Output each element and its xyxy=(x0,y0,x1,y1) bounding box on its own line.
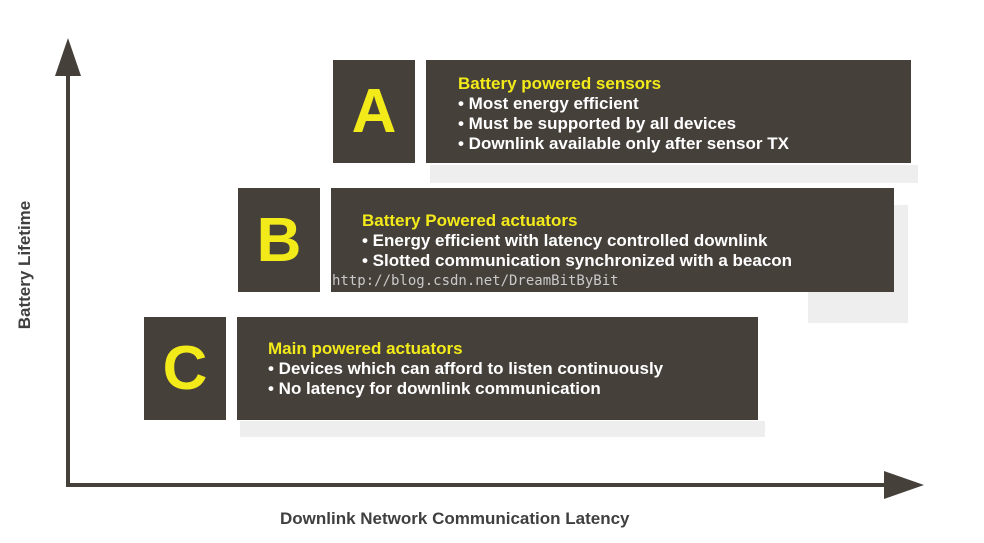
tier-a-bullet: • Downlink available only after sensor T… xyxy=(458,134,789,153)
tier-c-shadow xyxy=(240,421,765,437)
tier-a-letter: A xyxy=(351,77,397,146)
tier-b-bullet: • Slotted communication synchronized wit… xyxy=(362,251,793,270)
x-axis-label: Downlink Network Communication Latency xyxy=(280,509,630,528)
tier-c-title: Main powered actuators xyxy=(268,339,463,358)
x-axis-arrowhead xyxy=(884,471,924,499)
tier-c-box xyxy=(237,317,758,420)
tier-a-letter-box: A xyxy=(333,60,415,163)
tier-c-bullet: • Devices which can afford to listen con… xyxy=(268,359,664,378)
tier-c-bullet: • No latency for downlink communication xyxy=(268,379,601,398)
tier-a-box xyxy=(426,60,911,163)
y-axis-arrowhead xyxy=(55,38,81,76)
tier-b-bullet: • Energy efficient with latency controll… xyxy=(362,231,768,250)
tier-c-content: Main powered actuators • Devices which c… xyxy=(268,339,663,399)
tier-a-bullet: • Must be supported by all devices xyxy=(458,114,737,133)
tier-b-title: Battery Powered actuators xyxy=(362,211,578,230)
tier-c-letter-box: C xyxy=(144,317,226,420)
tier-b-letter-box: B xyxy=(238,188,320,292)
tier-b-letter: B xyxy=(256,205,302,275)
watermark: http://blog.csdn.net/DreamBitByBit xyxy=(332,273,619,289)
tier-b-content: Battery Powered actuators • Energy effic… xyxy=(362,211,792,271)
tier-a-title: Battery powered sensors xyxy=(458,74,662,93)
tier-a-shadow xyxy=(430,165,918,183)
tier-c-letter: C xyxy=(162,334,208,403)
tier-b-box xyxy=(331,188,894,292)
tier-a-bullet: • Most energy efficient xyxy=(458,94,639,113)
y-axis-label: Battery Lifetime xyxy=(15,200,34,330)
tier-a-content: Battery powered sensors • Most energy ef… xyxy=(458,74,789,154)
